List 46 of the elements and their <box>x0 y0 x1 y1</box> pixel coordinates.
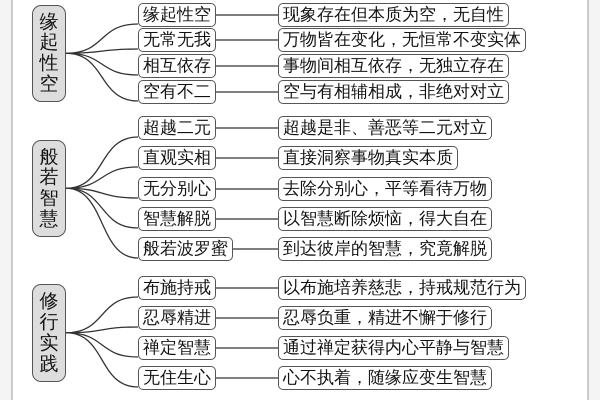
connector-line <box>66 188 138 229</box>
connector-line <box>216 317 278 319</box>
explanation-box: 去除分别心，平等看待万物 <box>278 177 492 201</box>
connector-line <box>216 347 278 349</box>
explanation-box: 事物间相互依存，无独立存在 <box>278 54 509 78</box>
explanation-box: 超越是非、善恶等二元对立 <box>278 116 492 140</box>
connector-line <box>66 52 138 102</box>
explanation-box: 以布施培养慈悲，持戒规范行为 <box>278 276 526 300</box>
connector-line <box>216 218 278 220</box>
concept-box: 相互依存 <box>138 54 216 78</box>
connector-line <box>233 248 278 250</box>
concept-box: 智慧解脱 <box>138 207 216 231</box>
connector-line <box>216 91 278 93</box>
topic-box: 修行实践 <box>32 284 66 382</box>
connector-line <box>216 287 278 289</box>
connector-line <box>216 188 278 190</box>
concept-box: 无住生心 <box>138 366 216 390</box>
explanation-box: 直接洞察事物真实本质 <box>278 146 458 170</box>
explanation-box: 到达彼岸的智慧，究竟解脱 <box>278 237 492 261</box>
explanation-box: 心不执着，随缘应变生智慧 <box>278 366 492 390</box>
concept-box: 直观实相 <box>138 146 216 170</box>
explanation-box: 忍辱负重，精进不懈于修行 <box>278 306 492 330</box>
explanation-box: 现象存在但本质为空，无自性 <box>278 3 509 27</box>
explanation-box: 空与有相辅相成，非绝对对立 <box>278 80 509 104</box>
connector-line <box>216 127 278 129</box>
concept-box: 禅定智慧 <box>138 336 216 360</box>
connector-line <box>66 188 138 259</box>
concept-box: 忍辱精进 <box>138 306 216 330</box>
concept-box: 超越二元 <box>138 116 216 140</box>
concept-box: 空有不二 <box>138 80 216 104</box>
topic-box: 缘起性空 <box>32 4 66 102</box>
concept-box: 般若波罗蜜 <box>138 237 233 261</box>
connector-line <box>216 14 278 16</box>
concept-box: 无常无我 <box>138 28 216 52</box>
explanation-box: 以智慧断除烦恼，得大自在 <box>278 207 492 231</box>
connector-line <box>216 377 278 379</box>
concept-box: 缘起性空 <box>138 3 216 27</box>
concept-box: 无分别心 <box>138 177 216 201</box>
connector-line <box>66 332 138 388</box>
connector-line <box>216 157 278 159</box>
concept-box: 布施持戒 <box>138 276 216 300</box>
explanation-box: 万物皆在变化，无恒常不变实体 <box>278 28 526 52</box>
connector-line <box>216 65 278 67</box>
topic-box: 般若智慧 <box>32 140 66 238</box>
connector-line <box>216 39 278 41</box>
explanation-box: 通过禅定获得内心平静与智慧 <box>278 336 509 360</box>
